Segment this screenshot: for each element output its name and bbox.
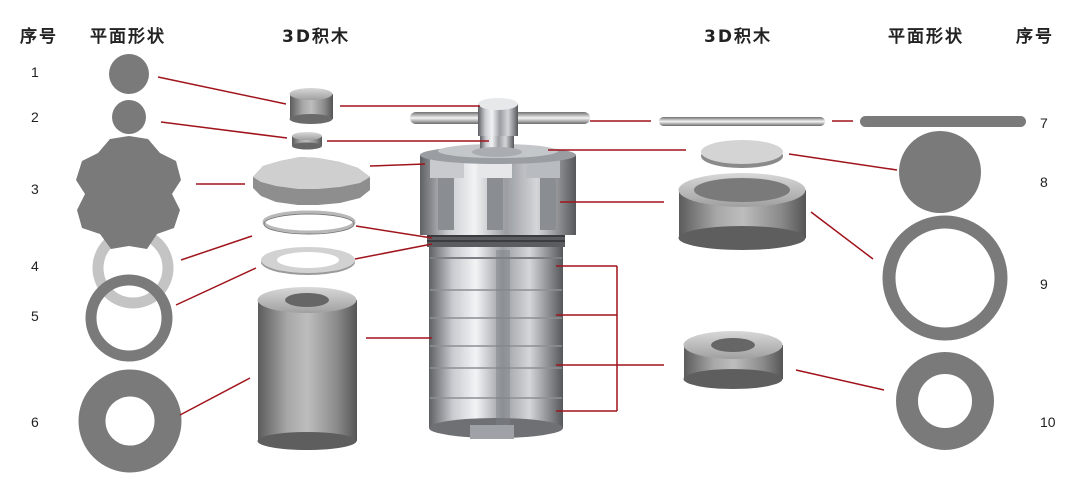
reactor-assembly <box>410 98 590 439</box>
shape-10-washer <box>896 352 994 450</box>
index-8: 8 <box>1040 174 1048 190</box>
header-index-right: 序号 <box>1016 27 1054 47</box>
index-4: 4 <box>31 258 39 274</box>
header-shape-right: 平面形状 <box>888 27 964 47</box>
leader-lines <box>157 76 898 416</box>
index-7: 7 <box>1040 115 1048 131</box>
index-1: 1 <box>31 64 39 80</box>
shape-6-washer <box>78 369 182 473</box>
header-3d-left: 3D积木 <box>282 27 350 47</box>
index-5: 5 <box>31 308 39 324</box>
header-shape-left: 平面形状 <box>90 27 166 47</box>
block-2-disk <box>292 132 322 150</box>
block-5-flat-washer <box>261 247 355 275</box>
shape-2-circle <box>112 100 146 134</box>
shape-9-ring <box>882 215 1008 341</box>
index-6: 6 <box>31 414 39 430</box>
shape-8-circle <box>899 131 981 213</box>
block-1-cylinder <box>289 88 333 124</box>
index-10: 10 <box>1040 414 1056 430</box>
shape-7-bar <box>860 116 1026 127</box>
block-4-thin-ring <box>262 210 356 235</box>
block-7-rod <box>659 117 825 126</box>
block-8-disk <box>701 140 783 168</box>
shape-3-knob <box>76 136 181 249</box>
header-3d-right: 3D积木 <box>704 27 772 47</box>
block-9-ring-cylinder <box>678 173 806 250</box>
shape-5-ring <box>85 274 173 362</box>
block-10-short-ring <box>683 331 783 389</box>
shape-1-circle <box>109 54 149 94</box>
block-3-knob-lid <box>253 157 370 205</box>
index-2: 2 <box>31 109 39 125</box>
block-6-hollow-cylinder <box>257 287 357 450</box>
index-3: 3 <box>31 181 39 197</box>
index-9: 9 <box>1040 276 1048 292</box>
header-index-left: 序号 <box>20 27 58 47</box>
